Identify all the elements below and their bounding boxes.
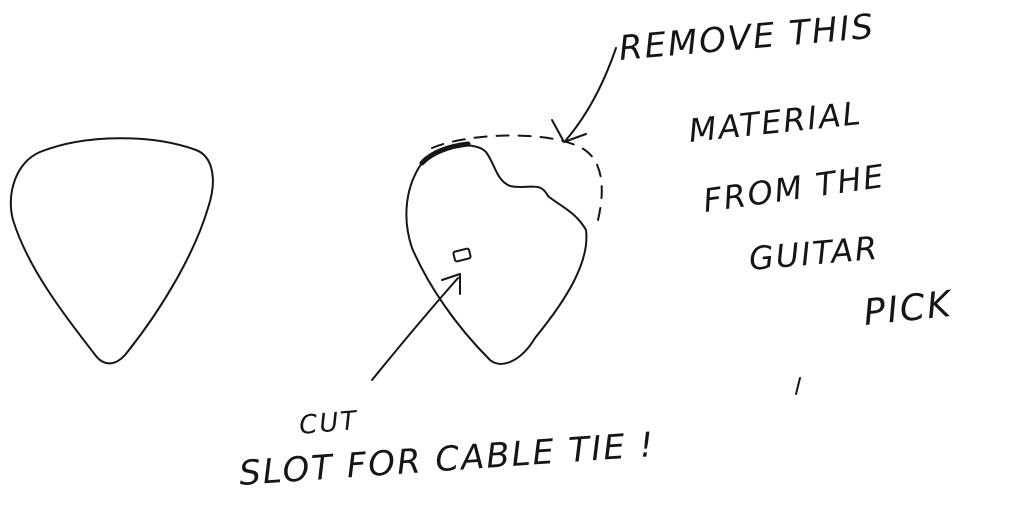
remove-arrow-head [552, 120, 586, 142]
remove-note-line-2: MATERIAL [687, 94, 864, 150]
slot-arrow [372, 278, 458, 380]
stray-pen-mark [796, 378, 800, 394]
remove-note-line-1: REMOVE THIS [617, 7, 876, 69]
plain-guitar-pick [11, 138, 213, 363]
removed-material-dashed-outline [432, 136, 602, 229]
pick-thick-edge-stroke [422, 144, 468, 163]
remove-note-line-4: GUITAR [747, 229, 880, 278]
remove-arrow [566, 48, 616, 140]
cable-tie-slot [453, 248, 471, 262]
cut-note-line-1: CUT [298, 406, 360, 441]
remove-note-line-3: FROM THE [701, 157, 888, 220]
modified-guitar-pick [406, 146, 586, 364]
slot-arrow-head [442, 274, 460, 294]
remove-note-line-5: PICK [862, 284, 955, 334]
